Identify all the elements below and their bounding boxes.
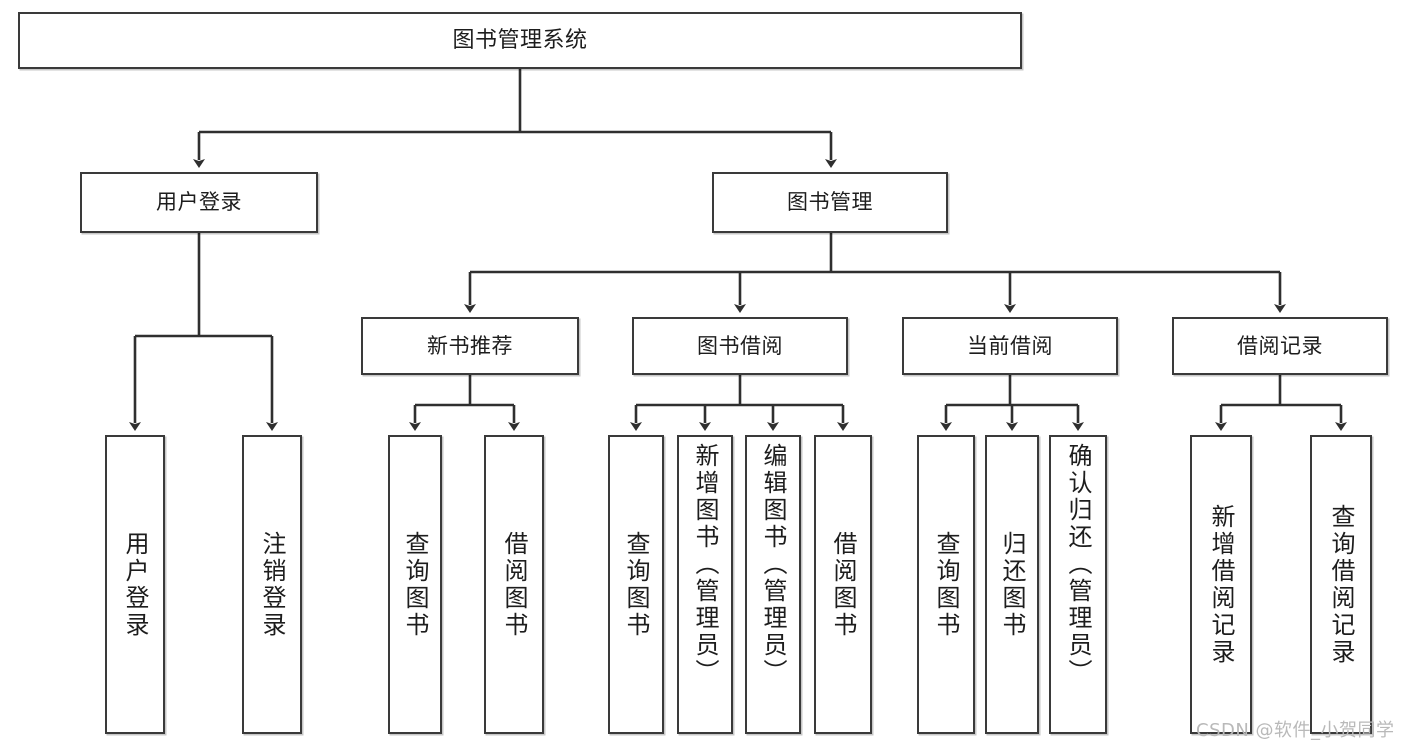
node-current-borrow-label: 当前借阅 <box>967 333 1053 358</box>
node-leaf-user-login[interactable]: 用户登录 <box>105 435 165 734</box>
node-leaf-query-book-current[interactable]: 查询图书 <box>917 435 975 734</box>
node-root[interactable]: 图书管理系统 <box>18 12 1022 69</box>
node-leaf-borrow-book-recommend-label: 借阅图书 <box>500 530 528 639</box>
node-book-borrow[interactable]: 图书借阅 <box>632 317 848 375</box>
node-book-management[interactable]: 图书管理 <box>712 172 948 233</box>
node-leaf-query-book-recommend[interactable]: 查询图书 <box>388 435 442 734</box>
node-user-login[interactable]: 用户登录 <box>80 172 318 233</box>
node-leaf-query-borrow-record[interactable]: 查询借阅记录 <box>1310 435 1372 734</box>
node-leaf-query-book-current-label: 查询图书 <box>932 530 960 639</box>
node-book-borrow-label: 图书借阅 <box>697 333 783 358</box>
node-leaf-borrow-book-label: 借阅图书 <box>829 530 857 639</box>
node-leaf-borrow-book-recommend[interactable]: 借阅图书 <box>484 435 544 734</box>
node-leaf-query-book-recommend-label: 查询图书 <box>401 530 429 639</box>
node-new-book-recommend[interactable]: 新书推荐 <box>361 317 579 375</box>
node-leaf-edit-book-admin[interactable]: 编辑图书（管理员） <box>745 435 801 734</box>
node-leaf-logout-login[interactable]: 注销登录 <box>242 435 302 734</box>
node-root-label: 图书管理系统 <box>452 27 588 53</box>
watermark-text: CSDN @软件_小贺同学 <box>1196 720 1395 741</box>
node-leaf-add-book-admin[interactable]: 新增图书（管理员） <box>677 435 733 734</box>
node-leaf-query-borrow-record-label: 查询借阅记录 <box>1327 503 1355 666</box>
node-borrow-record[interactable]: 借阅记录 <box>1172 317 1388 375</box>
node-leaf-query-book-borrow-label: 查询图书 <box>622 530 650 639</box>
node-new-book-recommend-label: 新书推荐 <box>427 333 513 358</box>
node-current-borrow[interactable]: 当前借阅 <box>902 317 1118 375</box>
node-leaf-add-borrow-record-label: 新增借阅记录 <box>1207 503 1235 666</box>
node-borrow-record-label: 借阅记录 <box>1237 333 1323 358</box>
node-leaf-logout-login-label: 注销登录 <box>258 530 286 639</box>
node-leaf-query-book-borrow[interactable]: 查询图书 <box>608 435 664 734</box>
node-leaf-return-book[interactable]: 归还图书 <box>985 435 1039 734</box>
node-leaf-confirm-return-admin[interactable]: 确认归还（管理员） <box>1049 435 1107 734</box>
node-leaf-user-login-label: 用户登录 <box>121 530 149 639</box>
node-leaf-add-borrow-record[interactable]: 新增借阅记录 <box>1190 435 1252 734</box>
node-leaf-edit-book-admin-label: 编辑图书（管理员） <box>759 443 787 686</box>
node-leaf-return-book-label: 归还图书 <box>998 530 1026 639</box>
node-leaf-borrow-book[interactable]: 借阅图书 <box>814 435 872 734</box>
node-leaf-add-book-admin-label: 新增图书（管理员） <box>691 443 719 686</box>
node-leaf-confirm-return-admin-label: 确认归还（管理员） <box>1064 443 1092 686</box>
node-user-login-label: 用户登录 <box>156 190 242 215</box>
node-book-management-label: 图书管理 <box>787 190 873 215</box>
